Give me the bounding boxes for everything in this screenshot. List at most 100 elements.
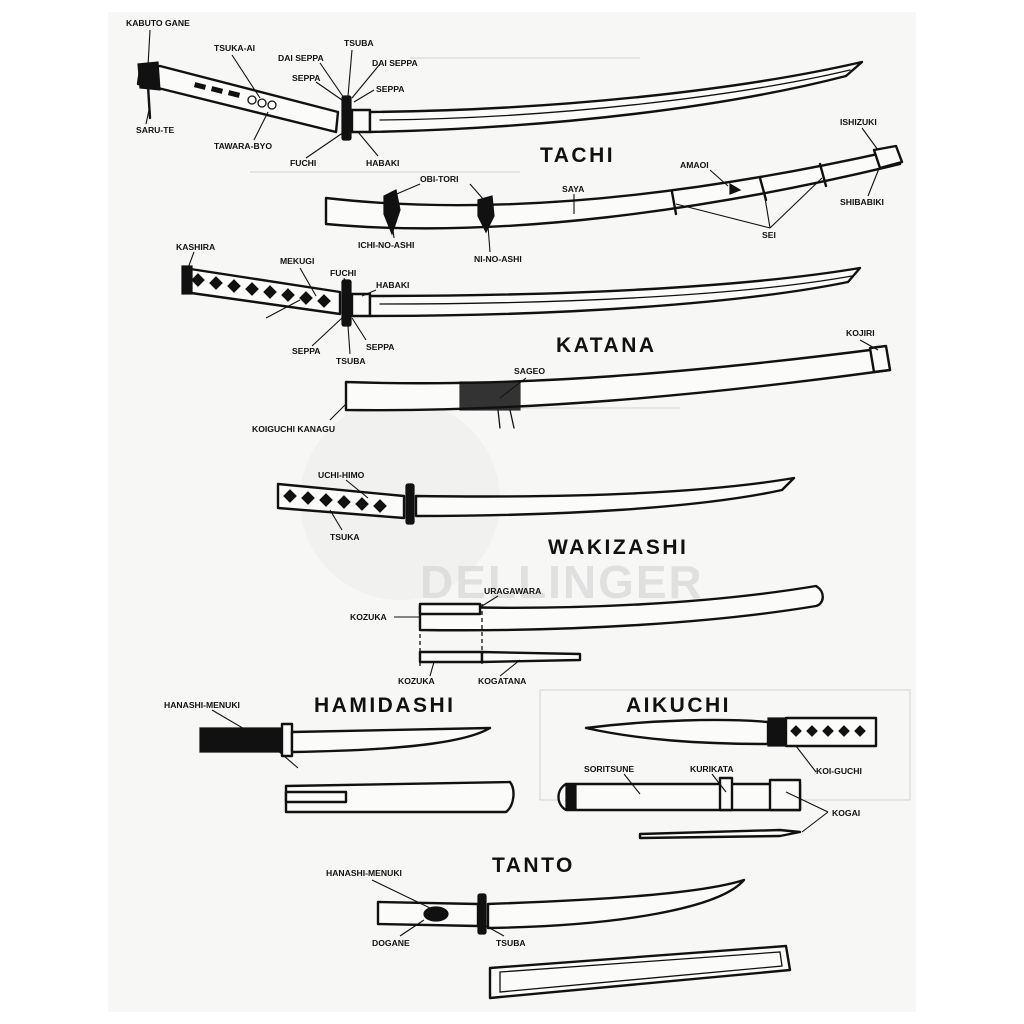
tachi-menuki bbox=[267, 100, 277, 110]
label-amaoi: AMAOI bbox=[680, 160, 709, 170]
label-koi-guchi: KOI-GUCHI bbox=[816, 766, 862, 776]
title-tanto: TANTO bbox=[492, 854, 575, 877]
leader-line bbox=[211, 709, 271, 745]
tachi-tsuba bbox=[341, 95, 352, 141]
wakizashi-tsuba bbox=[405, 483, 415, 525]
tachi-kabuto-gane bbox=[137, 61, 161, 91]
tachi-menuki bbox=[247, 95, 257, 105]
tachi-ishizuki bbox=[872, 144, 904, 170]
leader-line bbox=[487, 225, 491, 253]
katana-sageo-wrap bbox=[459, 381, 521, 411]
tachi-wrap-bar bbox=[227, 90, 241, 98]
label-ni-no-ashi: NI-NO-ASHI bbox=[474, 254, 522, 264]
tachi-sei-band bbox=[818, 162, 828, 188]
leader-line bbox=[231, 54, 261, 99]
katana-sword bbox=[181, 265, 862, 327]
leader-line bbox=[623, 773, 641, 795]
hamidashi-kozuka bbox=[284, 790, 348, 804]
leader-line bbox=[305, 131, 345, 159]
aikuchi-koiguchi bbox=[768, 778, 802, 812]
tachi-saru-te bbox=[146, 84, 152, 120]
leader-line bbox=[269, 743, 299, 769]
label-uragawara: URAGAWARA bbox=[484, 586, 541, 596]
tachi-saya bbox=[324, 144, 904, 236]
leader-line bbox=[867, 165, 881, 197]
leader-line bbox=[859, 339, 879, 351]
label-tsuka-ai: TSUKA-AI bbox=[214, 43, 255, 53]
katana-sageo-tails bbox=[497, 409, 515, 429]
leader-line bbox=[499, 659, 521, 677]
leader-line bbox=[357, 131, 379, 157]
hamidashi-blade bbox=[290, 726, 492, 754]
label-kogatana: KOGATANA bbox=[478, 676, 526, 686]
label-seppa-katana-right: SEPPA bbox=[366, 342, 395, 352]
leader-line bbox=[763, 191, 771, 229]
label-uchi-himo: UCHI-HIMO bbox=[318, 470, 365, 480]
leader-line bbox=[769, 177, 823, 229]
tanto-menuki bbox=[423, 906, 449, 922]
wakizashi-sword bbox=[276, 476, 796, 525]
label-hanashi-menuki-hamidashi: HANASHI-MENUKI bbox=[164, 700, 240, 710]
title-tachi: TACHI bbox=[540, 144, 615, 167]
label-hanashi-menuki-tanto: HANASHI-MENUKI bbox=[326, 868, 402, 878]
label-shibabiki: SHIBABIKI bbox=[840, 197, 884, 207]
leader-line bbox=[711, 773, 727, 793]
leader-line bbox=[709, 169, 729, 187]
tachi-blade bbox=[368, 60, 864, 134]
leader-line bbox=[329, 509, 343, 531]
label-seppa-katana-left: SEPPA bbox=[292, 346, 321, 356]
wakizashi-kozuka-slot bbox=[418, 602, 482, 616]
leader-line bbox=[399, 919, 425, 937]
label-ishizuki: ISHIZUKI bbox=[840, 117, 877, 127]
hamidashi-scabbard bbox=[284, 780, 515, 814]
leader-line bbox=[801, 811, 829, 833]
tachi-hamon bbox=[379, 69, 851, 121]
leader-line bbox=[351, 63, 381, 99]
aikuchi-kojiri bbox=[565, 783, 577, 811]
leader-line bbox=[315, 81, 343, 101]
tachi-ni-no-ashi bbox=[477, 195, 495, 234]
leader-line bbox=[329, 403, 347, 421]
wakizashi-blade bbox=[414, 476, 796, 518]
tachi-habaki bbox=[350, 108, 372, 134]
tanto-scabbard bbox=[488, 944, 792, 1000]
label-tsuba-katana: TSUBA bbox=[336, 356, 366, 366]
aikuchi-ito-wrap bbox=[790, 725, 866, 737]
tachi-sword bbox=[136, 60, 864, 141]
leader-line bbox=[499, 377, 527, 399]
leader-line bbox=[347, 49, 353, 97]
aikuchi-saya bbox=[557, 776, 802, 840]
hamidashi-guard bbox=[280, 722, 294, 758]
leader-lines bbox=[145, 29, 881, 937]
label-sei: SEI bbox=[762, 230, 776, 240]
leader-line bbox=[299, 267, 317, 297]
leader-line bbox=[391, 221, 395, 239]
title-wakizashi: WAKIZASHI bbox=[548, 536, 688, 559]
tanto-scabbard-inner bbox=[499, 951, 783, 993]
label-saya: SAYA bbox=[562, 184, 584, 194]
hamidashi-saya bbox=[284, 780, 515, 814]
tachi-sei-band bbox=[670, 190, 678, 216]
leader-line bbox=[345, 479, 369, 499]
katana-habaki bbox=[350, 292, 372, 318]
tachi-tsuka bbox=[136, 64, 340, 134]
label-dogane: DOGANE bbox=[372, 938, 410, 948]
leader-line bbox=[361, 289, 377, 297]
label-ichi-no-ashi: ICHI-NO-ASHI bbox=[358, 240, 414, 250]
leader-line bbox=[469, 183, 485, 201]
katana-ito-wrap bbox=[191, 273, 331, 308]
leader-line bbox=[351, 317, 367, 341]
leader-line bbox=[187, 251, 195, 269]
label-kabuto-gane: KABUTO GANE bbox=[126, 18, 190, 28]
label-soritsune: SORITSUNE bbox=[584, 764, 634, 774]
katana-kashira bbox=[181, 265, 193, 295]
leader-line bbox=[343, 277, 347, 285]
hamidashi-tsuka bbox=[199, 727, 283, 753]
leader-line bbox=[485, 925, 505, 937]
label-kashira: KASHIRA bbox=[176, 242, 215, 252]
leader-line bbox=[795, 745, 817, 773]
label-fuchi-katana: FUCHI bbox=[330, 268, 356, 278]
label-kogai: KOGAI bbox=[832, 808, 860, 818]
